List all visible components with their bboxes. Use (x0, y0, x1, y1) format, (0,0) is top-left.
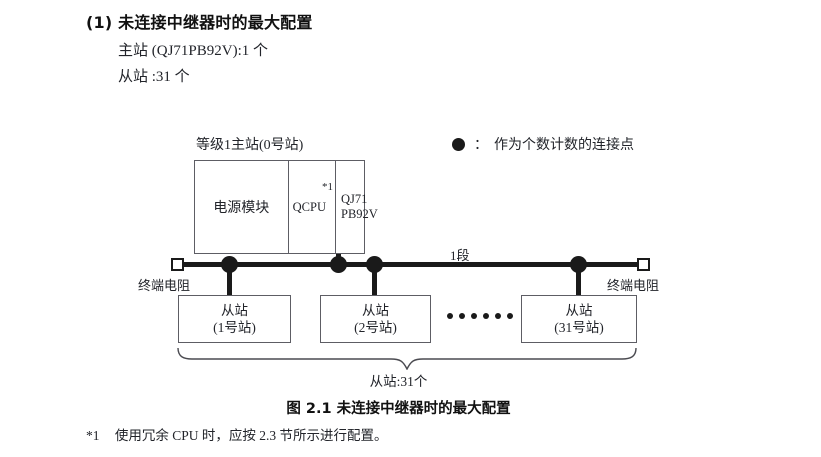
power-module-cell: 电源模块 (195, 161, 289, 253)
slave-drop-line (227, 266, 232, 296)
legend-colon: ： (474, 138, 488, 153)
network-module-label: QJ71 PB92V (341, 192, 378, 222)
slave-name: 从站 (362, 303, 389, 318)
master-station-module: 电源模块 QCPU *1 QJ71 PB92V (194, 160, 378, 254)
slave-station-box: 从站 (1号站) (178, 295, 291, 343)
cpu-footnote-mark: *1 (322, 181, 333, 193)
footnote-text: 使用冗余 CPU 时，应按 2.3 节所示进行配置。 (114, 428, 388, 443)
legend-label: 作为个数计数的连接点 (494, 138, 634, 153)
power-module-label: 电源模块 (213, 201, 270, 216)
ellipsis-dot (483, 313, 489, 319)
slave-drop-line (576, 266, 581, 296)
segment-label: 1段 (450, 248, 470, 263)
cpu-label: QCPU (292, 199, 326, 214)
footnote-mark: *1 (86, 428, 100, 443)
slave-station-box: 从站 (31号站) (521, 295, 637, 343)
slave-total-label: 从站:31个 (369, 374, 428, 389)
legend: ： 作为个数计数的连接点 (452, 134, 634, 154)
connection-node (366, 256, 383, 273)
ellipsis-dot (507, 313, 513, 319)
brace-shape (177, 347, 637, 371)
ellipsis-dots (447, 313, 513, 319)
slave-name: 从站 (565, 303, 593, 318)
network-module-cell: QJ71 PB92V (336, 161, 378, 253)
terminating-resistor-left-label: 终端电阻 (138, 278, 191, 293)
ellipsis-dot (495, 313, 501, 319)
connection-node (570, 256, 587, 273)
brace-label-wrap: 从站:31个 (0, 370, 821, 390)
figure-caption: 图 2.1 未连接中继器时的最大配置 (286, 401, 511, 417)
section-number: (1) (86, 13, 113, 32)
section-line-slave: 从站 :31 个 (118, 69, 190, 85)
ellipsis-dot (459, 313, 465, 319)
terminating-resistor-right (637, 258, 650, 271)
slave-count-brace (176, 347, 638, 371)
bus-trunk-line (180, 262, 642, 267)
connection-node (330, 256, 347, 273)
ellipsis-dot (447, 313, 453, 319)
master-station-label: 等级1主站(0号站) (196, 138, 304, 153)
section-line-master: 主站 (QJ71PB92V):1 个 (118, 43, 269, 59)
network-module-line1: QJ71 (341, 192, 368, 206)
terminating-resistor-right-label: 终端电阻 (607, 278, 660, 293)
slave-station-box: 从站 (2号站) (320, 295, 431, 343)
slave-drop-line (372, 266, 377, 296)
filled-circle-icon (452, 137, 465, 151)
slave-name: 从站 (221, 303, 248, 318)
network-module-line2: PB92V (341, 207, 378, 221)
figure-caption-wrap: 图 2.1 未连接中继器时的最大配置 (0, 397, 821, 418)
cpu-module-cell: QCPU *1 (289, 161, 336, 253)
section-heading: (1) 未连接中继器时的最大配置 (86, 9, 313, 33)
slave-station-number: (31号站) (554, 320, 604, 335)
slave-station-number: (1号站) (213, 320, 256, 335)
connection-node (221, 256, 238, 273)
ellipsis-dot (471, 313, 477, 319)
footnote: *1 使用冗余 CPU 时，应按 2.3 节所示进行配置。 (86, 424, 388, 444)
slave-station-number: (2号站) (354, 320, 397, 335)
section-title-text: 未连接中继器时的最大配置 (118, 13, 313, 32)
terminating-resistor-left (171, 258, 184, 271)
